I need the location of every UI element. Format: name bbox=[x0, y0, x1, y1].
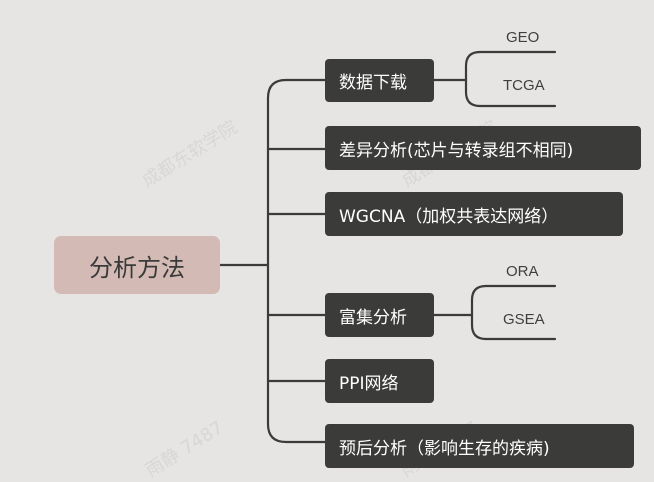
branch-data-download: 数据下载 bbox=[325, 59, 434, 102]
leaf-ora: ORA bbox=[506, 263, 539, 280]
branch-ppi-network: PPI网络 bbox=[325, 359, 434, 403]
branch-wgcna: WGCNA（加权共表达网络） bbox=[325, 192, 623, 236]
root-node: 分析方法 bbox=[54, 236, 220, 294]
branch-differential-analysis: 差异分析(芯片与转录组不相同) bbox=[325, 126, 641, 170]
leaf-geo: GEO bbox=[506, 29, 540, 46]
leaf-connector-geo-tcga bbox=[464, 50, 482, 108]
leaf-gsea: GSEA bbox=[503, 311, 545, 328]
branch-enrichment-analysis: 富集分析 bbox=[325, 293, 434, 337]
leaf-connector-ora-gsea bbox=[470, 284, 488, 341]
leaf-tcga: TCGA bbox=[503, 77, 545, 94]
branch-prognosis-analysis: 预后分析（影响生存的疾病) bbox=[325, 424, 634, 468]
trunk-connector bbox=[266, 78, 327, 444]
